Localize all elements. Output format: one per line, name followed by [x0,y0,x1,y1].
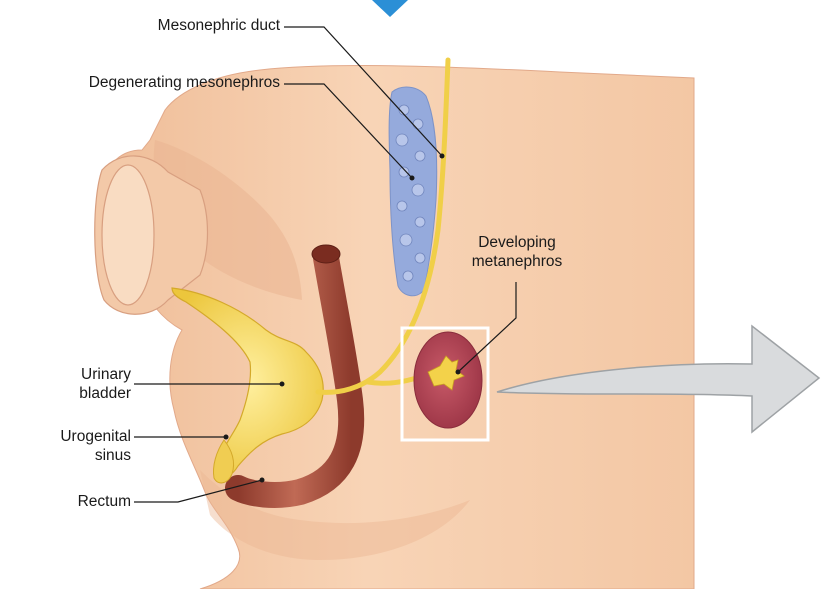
umbilical-stump-opening [102,165,154,305]
label-mesonephric-duct: Mesonephric duct [158,17,280,36]
label-urogenital-sinus: Urogenital sinus [60,428,131,465]
label-rectum: Rectum [78,493,131,512]
label-degenerating-mesonephros: Degenerating mesonephros [89,74,280,93]
rectum-opening [312,245,340,263]
label-degenerating-mesonephros-text: Degenerating mesonephros [89,74,280,93]
label-mesonephric-duct-text: Mesonephric duct [158,17,280,36]
label-urogenital-sinus-line2: sinus [60,447,131,466]
label-urogenital-sinus-line1: Urogenital [60,428,131,447]
label-urinary-bladder: Urinary bladder [79,366,131,403]
label-urinary-bladder-line2: bladder [79,385,131,404]
label-developing-metanephros: Developing metanephros [456,234,578,271]
label-rectum-text: Rectum [78,493,131,512]
label-developing-metanephros-line1: Developing [456,234,578,253]
label-developing-metanephros-line2: metanephros [456,253,578,272]
triangle-down-icon [372,0,408,17]
label-urinary-bladder-line1: Urinary [79,366,131,385]
